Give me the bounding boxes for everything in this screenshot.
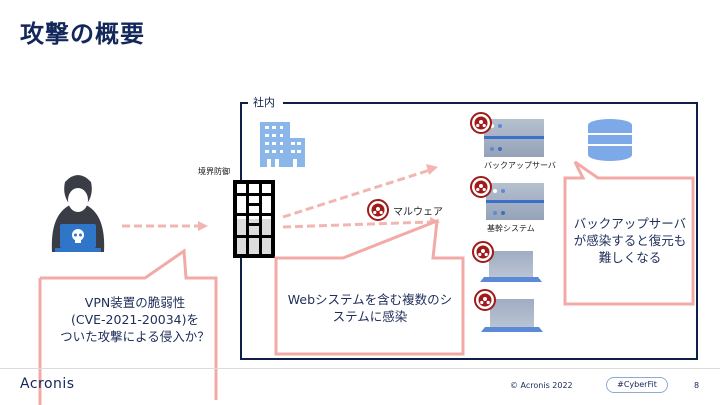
firewall-label: 境界防御 (198, 167, 230, 176)
page-number: 8 (694, 381, 700, 390)
attacker-icon (51, 175, 105, 252)
attack-arrows (122, 168, 431, 229)
backup-callout-text: バックアップサーバ が感染すると復元も 難しくなる (567, 215, 693, 266)
core-system-label: 基幹システム (487, 224, 535, 233)
biohazard-icon (472, 241, 494, 263)
acronis-logo: Acronis (20, 376, 75, 392)
office-building-icon (260, 122, 305, 167)
core-system-server-icon (486, 183, 544, 220)
callout-line: (CVE-2021-20034)を (70, 312, 200, 327)
laptop-icon (480, 251, 542, 282)
boundary-top-left (240, 102, 248, 104)
backup-server-icon (484, 119, 544, 157)
firewall-icon (233, 180, 275, 258)
arrow-firewall-to-backup (282, 168, 431, 219)
callout-line: が感染すると復元も (573, 233, 687, 248)
backup-callout-shape (563, 160, 695, 306)
arrow-firewall-to-systems (282, 220, 431, 229)
callout-line: Webシステムを含む複数のシ (287, 292, 453, 307)
biohazard-icon (470, 176, 492, 198)
footer-divider (0, 368, 720, 369)
biohazard-icon (474, 289, 496, 311)
attacker-callout-text: VPN装置の脆弱性 (CVE-2021-20034)を ついた攻撃による侵入か？ (40, 294, 230, 345)
web-callout-text: Webシステムを含む複数のシ ステムに感染 (276, 291, 464, 325)
backup-server-label: バックアップサーバ (484, 161, 556, 170)
web-callout-shape (274, 218, 465, 356)
callout-line: ステムに感染 (332, 309, 408, 324)
boundary-top-right (283, 102, 698, 104)
callout-line: ついた攻撃による侵入か？ (60, 329, 210, 344)
callout-line: VPN装置の脆弱性 (84, 295, 186, 310)
biohazard-icon (470, 112, 492, 134)
attacker-callout-shape (40, 248, 218, 400)
database-icon (588, 119, 632, 161)
callout-line: 難しくなる (598, 250, 662, 265)
biohazard-icon (367, 199, 389, 221)
hashtag-badge: #CyberFit (606, 377, 668, 393)
malware-label: マルウェア (393, 207, 443, 218)
internal-network-label: 社内 (253, 96, 275, 109)
laptop-icon (481, 299, 543, 332)
arrowhead (198, 221, 208, 231)
copyright-text: © Acronis 2022 (510, 381, 573, 390)
arrowhead (426, 164, 438, 175)
callout-line: バックアップサーバ (573, 216, 687, 231)
slide-title: 攻撃の概要 (20, 20, 145, 48)
